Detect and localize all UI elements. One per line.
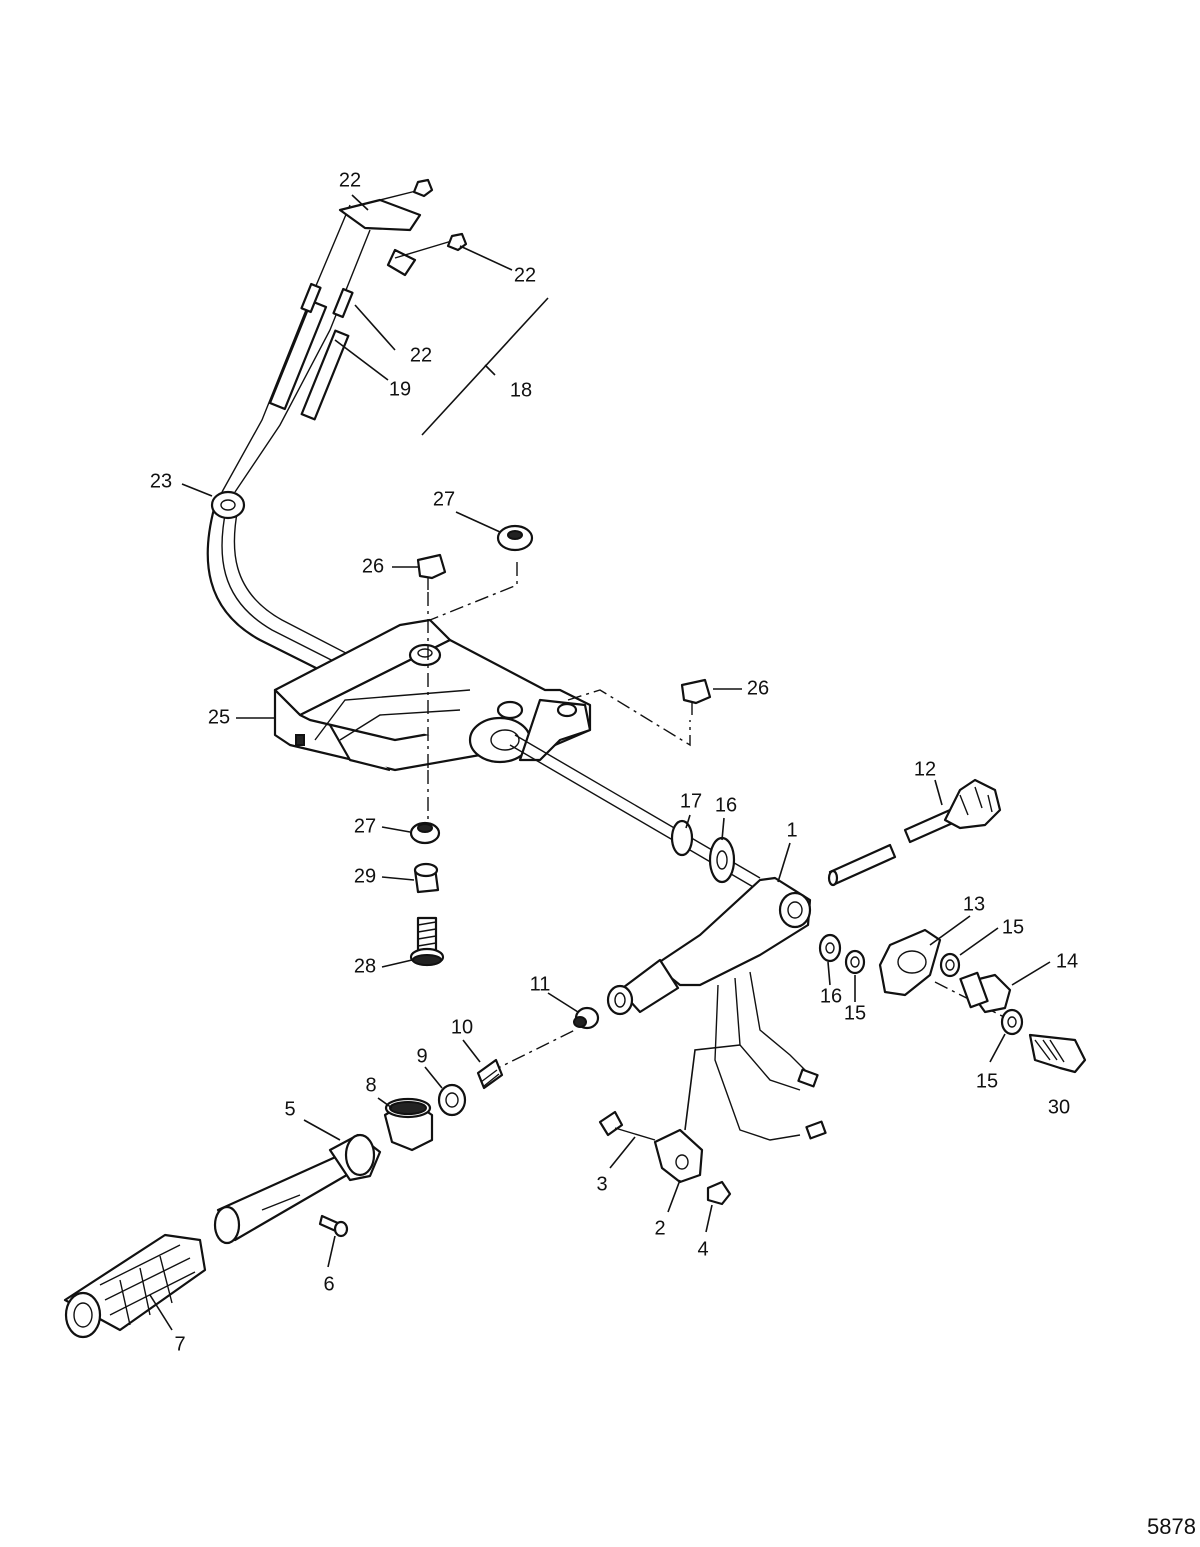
callout-19: 17 <box>680 790 702 812</box>
callout-25: 25 <box>208 706 230 728</box>
callout-22-upper: 22 <box>514 264 536 286</box>
figure-number: 5878 <box>1147 1514 1196 1539</box>
callout-29: 29 <box>354 865 376 887</box>
callout-7: 7 <box>174 1333 185 1355</box>
callout-9: 9 <box>416 1045 427 1067</box>
callout-15-upper: 15 <box>1002 916 1024 938</box>
callout-labels: 22 22 22 18 19 23 27 26 26 25 12 17 16 1… <box>150 169 1078 1355</box>
assembly-centerlines <box>427 562 1011 1074</box>
callout-2: 2 <box>654 1217 665 1239</box>
callout-30: 30 <box>1048 1096 1070 1118</box>
callout-26-left: 26 <box>362 555 384 577</box>
callout-6: 6 <box>323 1273 334 1295</box>
callout-10: 10 <box>451 1016 473 1038</box>
washer-and-bolt-set <box>818 928 1087 1074</box>
callout-4: 4 <box>697 1238 708 1260</box>
callout-23: 22 <box>339 169 361 191</box>
callout-3: 3 <box>596 1173 607 1195</box>
control-bracket <box>273 618 592 772</box>
handle-grip <box>63 1133 382 1339</box>
callout-20: 18 <box>510 379 532 401</box>
shaft-assembly <box>509 734 1002 889</box>
callout-1: 1 <box>786 819 797 841</box>
callout-18: 16 <box>715 794 737 816</box>
callout-13: 13 <box>963 893 985 915</box>
handle-arm <box>606 876 827 1141</box>
callout-14: 14 <box>1056 950 1078 972</box>
callout-22-lower: 22 <box>410 344 432 366</box>
callout-15-lower: 15 <box>976 1070 998 1092</box>
callout-11: 11 <box>530 973 551 995</box>
callout-12: 12 <box>914 758 936 780</box>
callout-5: 5 <box>284 1098 295 1120</box>
fasteners-upper <box>409 524 712 967</box>
callout-16: 15 <box>844 1002 866 1024</box>
callout-24: 23 <box>150 470 172 492</box>
callout-21: 19 <box>389 378 411 400</box>
callout-27-upper: 27 <box>433 488 455 510</box>
callout-8: 8 <box>365 1074 376 1096</box>
callout-26-right: 26 <box>747 677 769 699</box>
callout-28: 28 <box>354 955 376 977</box>
small-parts <box>383 1006 732 1206</box>
callout-27-lower: 27 <box>354 815 376 837</box>
callout-17: 16 <box>820 985 842 1007</box>
leader-lines <box>149 194 1051 1331</box>
